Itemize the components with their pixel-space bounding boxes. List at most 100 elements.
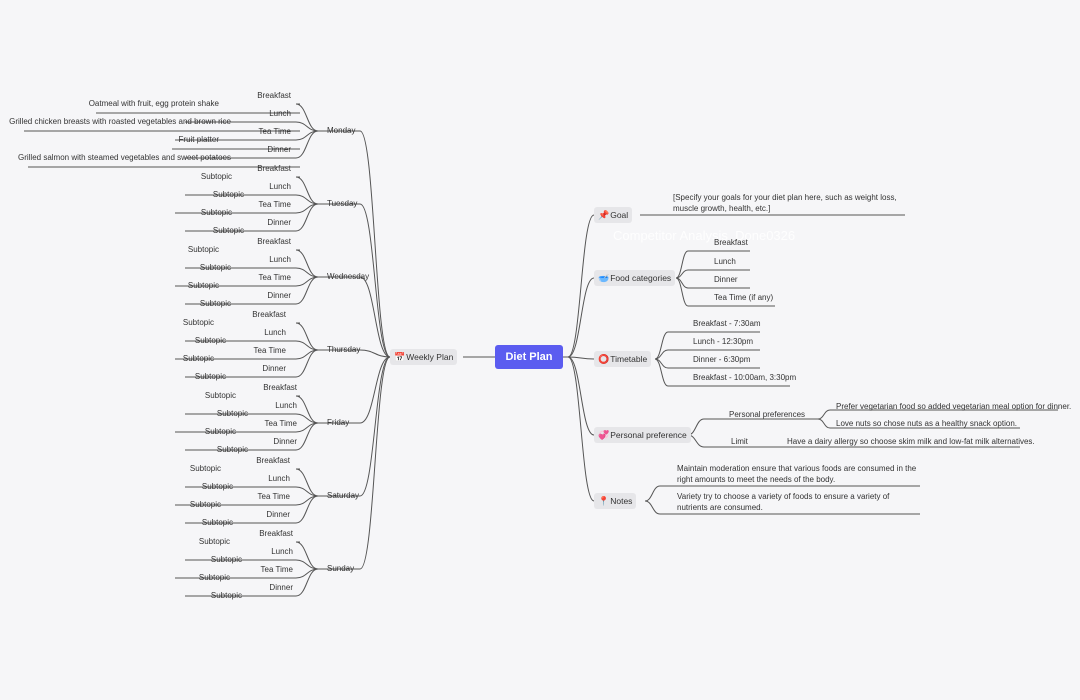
- weekly-plan-node[interactable]: 📅Weekly Plan: [390, 349, 458, 365]
- food-category-item[interactable]: Breakfast: [714, 238, 748, 247]
- root-to-branch: [567, 356, 595, 502]
- meal-node[interactable]: Dinner: [266, 510, 290, 519]
- meal-detail: Grilled salmon with steamed vegetables a…: [17, 153, 231, 162]
- timetable-node[interactable]: ⭕Timetable: [594, 351, 652, 367]
- meal-detail: Subtopic: [194, 336, 226, 345]
- day-node[interactable]: Thursday: [327, 345, 361, 354]
- notes-to-item: [644, 500, 661, 515]
- group-to-item: [817, 418, 831, 429]
- meal-node[interactable]: Lunch: [269, 255, 291, 264]
- meal-detail: Subtopic: [216, 445, 248, 454]
- root-to-branch: [567, 277, 595, 358]
- root-node[interactable]: Diet Plan: [495, 345, 563, 369]
- meal-node[interactable]: Tea Time: [258, 200, 291, 209]
- meal-node[interactable]: Lunch: [268, 474, 290, 483]
- meal-node[interactable]: Breakfast: [252, 310, 286, 319]
- meal-detail: Fruit platter: [178, 135, 219, 144]
- food-category-item[interactable]: Tea Time (if any): [714, 293, 774, 302]
- watermark: Competitor Analysis_Done0326: [613, 228, 796, 243]
- food-category-item[interactable]: Dinner: [714, 275, 738, 284]
- meal-detail: Subtopic: [187, 281, 219, 290]
- root-to-branch: [567, 356, 595, 360]
- timetable-item[interactable]: Breakfast - 10:00am, 3:30pm: [693, 373, 797, 382]
- day-to-meal: [295, 541, 319, 570]
- day-node[interactable]: Sunday: [327, 564, 355, 573]
- limit-subnode[interactable]: Limit: [731, 437, 748, 446]
- day-node[interactable]: Tuesday: [327, 199, 358, 208]
- root-to-branch: [567, 356, 595, 436]
- meal-detail: Subtopic: [182, 354, 214, 363]
- food-categories-node[interactable]: 🥣Food categories: [594, 270, 676, 286]
- day-to-meal: [295, 130, 319, 159]
- weekly-plan-label: Weekly Plan: [406, 352, 454, 362]
- notes-node[interactable]: 📍Notes: [594, 493, 637, 509]
- meal-node[interactable]: Tea Time: [253, 346, 286, 355]
- meal-node[interactable]: Lunch: [264, 328, 286, 337]
- day-to-meal: [295, 495, 319, 524]
- timetable-item[interactable]: Breakfast - 7:30am: [693, 319, 761, 328]
- goal-node[interactable]: 📌Goal: [594, 207, 633, 223]
- meal-detail: Subtopic: [189, 500, 221, 509]
- root-to-branch: [567, 214, 595, 358]
- day-to-meal: [295, 395, 319, 424]
- meal-detail: Subtopic: [200, 208, 232, 217]
- meal-node[interactable]: Dinner: [267, 291, 291, 300]
- meal-node[interactable]: Breakfast: [257, 91, 291, 100]
- day-to-meal: [295, 249, 319, 278]
- meal-node[interactable]: Dinner: [273, 437, 297, 446]
- meal-node[interactable]: Lunch: [269, 109, 291, 118]
- pushpin-icon: 📌: [598, 210, 610, 220]
- personal-preferences-subnode[interactable]: Personal preferences: [729, 410, 806, 419]
- food-to-item: [675, 250, 689, 279]
- meal-node[interactable]: Breakfast: [263, 383, 297, 392]
- meal-node[interactable]: Dinner: [262, 364, 286, 373]
- heart-icon: 💞: [598, 430, 610, 440]
- day-node[interactable]: Saturday: [327, 491, 360, 500]
- timetable-item[interactable]: Lunch - 12:30pm: [693, 337, 754, 346]
- timetable-item[interactable]: Dinner - 6:30pm: [693, 355, 751, 364]
- meal-node[interactable]: Dinner: [267, 218, 291, 227]
- meal-detail: Subtopic: [201, 482, 233, 491]
- meal-detail: Subtopic: [204, 427, 236, 436]
- food-category-item[interactable]: Lunch: [714, 257, 736, 266]
- day-node[interactable]: Friday: [327, 418, 350, 427]
- day-to-meal: [295, 103, 319, 132]
- meal-node[interactable]: Tea Time: [260, 565, 293, 574]
- personal-preference-node[interactable]: 💞Personal preference: [594, 427, 691, 443]
- meal-detail: Subtopic: [212, 190, 244, 199]
- note-icon: 📍: [598, 496, 610, 506]
- meal-node[interactable]: Breakfast: [257, 164, 291, 173]
- day-node[interactable]: Wednesday: [327, 272, 370, 281]
- day-to-meal: [295, 568, 319, 597]
- meal-node[interactable]: Breakfast: [256, 456, 290, 465]
- day-node[interactable]: Monday: [327, 126, 356, 135]
- day-to-meal: [295, 322, 319, 351]
- calendar-icon: 📅: [394, 352, 406, 362]
- time-to-item: [654, 358, 669, 387]
- day-to-meal: [295, 276, 319, 305]
- meal-detail: Grilled chicken breasts with roasted veg…: [9, 117, 231, 126]
- meal-detail: Subtopic: [204, 391, 236, 400]
- day-to-meal: [295, 349, 319, 378]
- weekly-to-day: [359, 356, 391, 424]
- meal-node[interactable]: Dinner: [269, 583, 293, 592]
- preference-item: Prefer vegetarian food so added vegetari…: [836, 402, 1072, 411]
- meal-node[interactable]: Lunch: [271, 547, 293, 556]
- meal-node[interactable]: Tea Time: [257, 492, 290, 501]
- meal-node[interactable]: Dinner: [267, 145, 291, 154]
- meal-detail: Subtopic: [198, 537, 230, 546]
- meal-node[interactable]: Breakfast: [257, 237, 291, 246]
- meal-node[interactable]: Breakfast: [259, 529, 293, 538]
- group-to-item: [817, 409, 831, 420]
- meal-node[interactable]: Tea Time: [258, 127, 291, 136]
- weekly-to-day: [359, 203, 391, 358]
- limit-item: Have a dairy allergy so choose skim milk…: [787, 437, 1035, 446]
- meal-detail: Subtopic: [212, 226, 244, 235]
- weekly-to-day: [359, 356, 391, 497]
- meal-node[interactable]: Lunch: [269, 182, 291, 191]
- meal-node[interactable]: Lunch: [275, 401, 297, 410]
- meal-node[interactable]: Tea Time: [258, 273, 291, 282]
- meal-node[interactable]: Tea Time: [264, 419, 297, 428]
